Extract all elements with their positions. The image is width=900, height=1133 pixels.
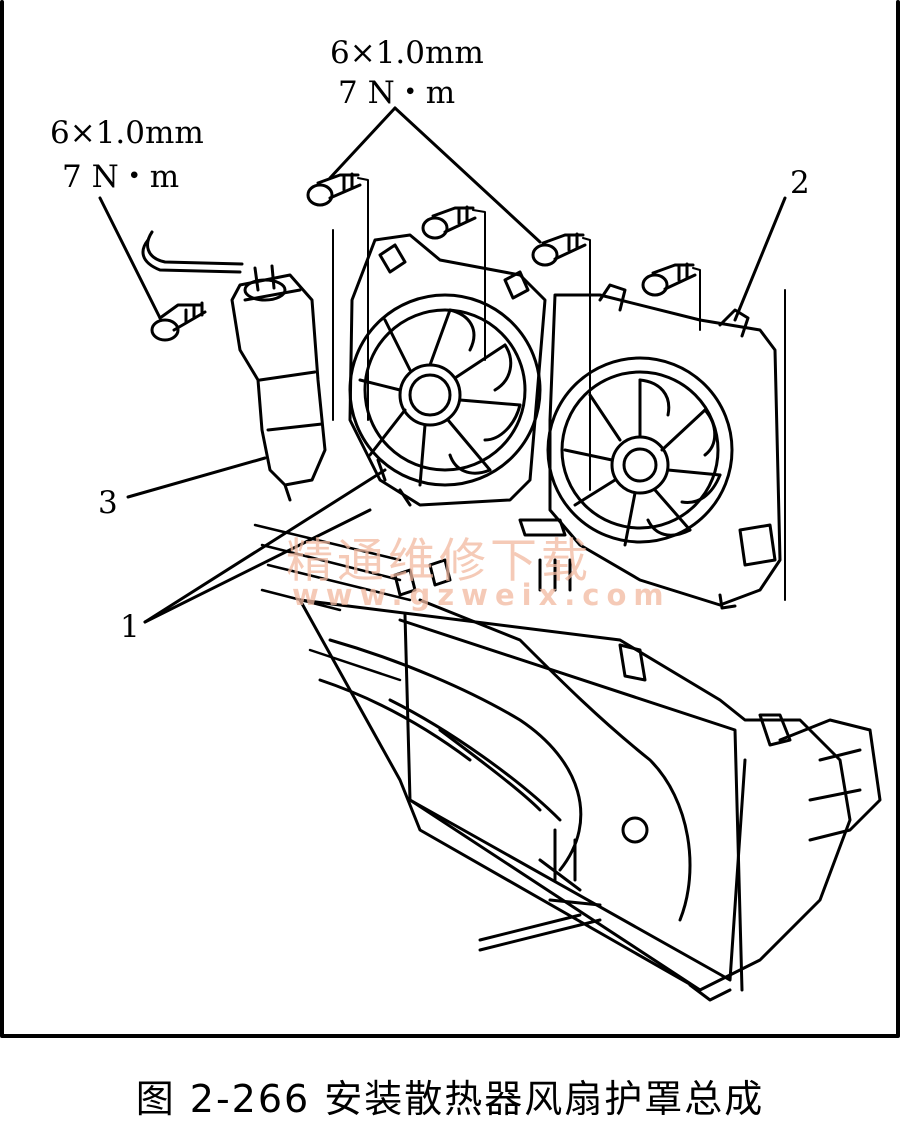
right-fan-shroud [546,283,782,610]
bolt-top-torque-label: 7 N・m [338,75,456,111]
guide-rails [253,523,412,682]
diagram-frame: 6×1.0mm 7 N・m 6×1.0mm 7 N・m 2 3 1 精通维修下载… [0,0,900,1038]
part-3-label: 3 [98,485,118,521]
part-1-label: 1 [120,609,140,645]
mounting-clips [393,518,572,597]
figure-caption: 图 2-266 安装散热器风扇护罩总成 [135,1077,765,1121]
bolt-left-size-label: 6×1.0mm [50,115,204,151]
bolt-left [150,301,207,342]
bolt-top-3 [531,232,587,267]
coolant-reservoir [141,230,327,502]
alignment-lines [332,177,786,601]
watermark-url: www.gzweix.com [292,578,671,612]
exploded-view-drawing [0,0,900,1038]
bolt-left-torque-label: 7 N・m [62,159,180,195]
left-fan-shroud [348,233,547,507]
radiator-body [298,598,882,1002]
bolt-top-size-label: 6×1.0mm [330,35,484,71]
watermark-text: 精通维修下载 [286,534,592,589]
figure-border [0,0,900,1038]
bolt-top-4 [641,262,697,297]
bolt-top-1 [306,172,362,207]
bolt-top-2 [421,205,477,240]
part-2-label: 2 [790,165,810,201]
